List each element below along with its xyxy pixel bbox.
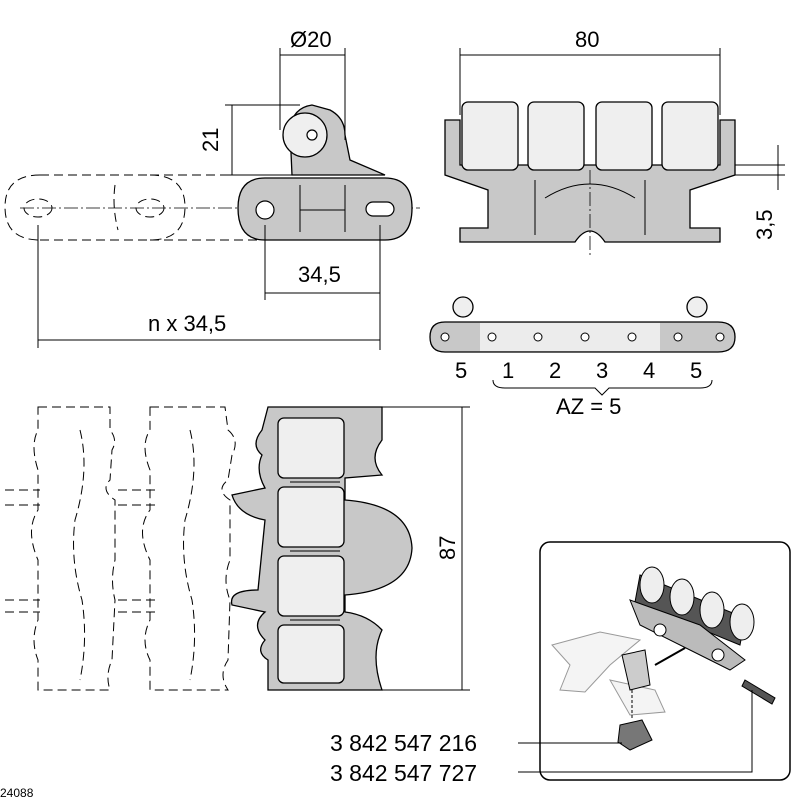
side-roller [282, 112, 328, 158]
phantom-top-link-2 [142, 406, 236, 691]
iso-roller-assembly [629, 566, 755, 671]
strip-pin [715, 332, 725, 342]
top-view: 87 [5, 406, 470, 691]
part-number-727: 3 842 547 727 [330, 760, 477, 786]
dim-height: 87 [435, 536, 460, 560]
link-number: 5 [455, 358, 467, 383]
link-slot [365, 201, 395, 217]
link-number: 4 [643, 358, 655, 383]
front-base-detail [534, 180, 646, 235]
dim-diameter: Ø20 [290, 27, 332, 52]
az-label: AZ = 5 [556, 394, 621, 419]
detail-frame [539, 541, 791, 781]
front-roller-3 [595, 101, 653, 171]
dim-total-length: n x 34,5 [148, 311, 226, 336]
dim-roller-height: 21 [198, 128, 223, 152]
isometric-detail [539, 541, 791, 781]
dim-width: 80 [575, 27, 599, 52]
az-brace [492, 379, 713, 396]
side-view: Ø20 21 34,5 n x 34,5 [4, 27, 420, 350]
iso-connector [621, 649, 651, 691]
strip-pin [487, 332, 497, 342]
part-number-216: 3 842 547 216 [330, 730, 477, 756]
iso-hole [711, 648, 725, 662]
link-number: 2 [549, 358, 561, 383]
strip-pin [580, 332, 590, 342]
link-detail [299, 185, 346, 232]
chain-link [237, 177, 413, 241]
link-number: 3 [596, 358, 608, 383]
front-roller-2 [527, 101, 585, 171]
dim-offset: 3,5 [752, 209, 777, 240]
strip-roller-left [452, 296, 474, 318]
top-roller-4 [277, 624, 345, 684]
link-number: 1 [502, 358, 514, 383]
link-pin-hole [255, 200, 275, 220]
ghost-link [551, 631, 642, 693]
iso-part-216 [617, 719, 653, 751]
top-link-body [230, 406, 413, 691]
front-roller-4 [661, 101, 719, 171]
strip-roller-right [686, 296, 708, 318]
iso-roller [729, 603, 755, 641]
iso-pin [741, 679, 776, 705]
top-roller-3 [277, 555, 345, 617]
phantom-pins [5, 489, 160, 613]
front-view: 80 3,5 [444, 27, 785, 258]
strip-pin [627, 332, 637, 342]
drawing-number: 24088 [0, 786, 34, 800]
leader-727 [518, 690, 753, 773]
iso-roller [669, 578, 695, 616]
roller-axle [306, 129, 318, 141]
top-roller-2 [277, 486, 345, 548]
roller-separators [290, 481, 340, 621]
strip-pin [440, 332, 450, 342]
iso-roller [699, 591, 725, 629]
iso-roller [639, 566, 665, 604]
dim-pitch: 34,5 [298, 262, 341, 287]
phantom-link-1 [4, 174, 186, 241]
chain-strip: 5 1 2 3 4 5 AZ = 5 [429, 296, 736, 419]
iso-hole [653, 623, 667, 637]
strip-pin [533, 332, 543, 342]
front-roller-1 [461, 101, 519, 171]
phantom-top-link-1 [31, 406, 116, 691]
iso-arrow [654, 647, 686, 666]
top-roller-1 [277, 417, 345, 479]
strip-pin [673, 332, 683, 342]
phantom-detail [73, 429, 196, 681]
link-number: 5 [690, 358, 702, 383]
